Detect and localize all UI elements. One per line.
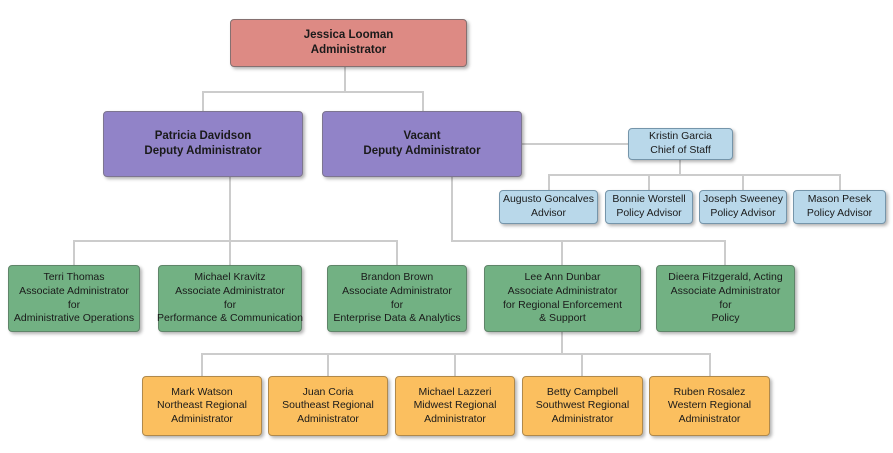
- connector-bonnie-stub: [648, 174, 650, 190]
- connector-leeann-stub: [561, 240, 563, 265]
- node-michael-lazzeri[interactable]: Michael Lazzeri Midwest Regional Adminis…: [395, 376, 515, 436]
- connector-vacant-kristin: [522, 143, 628, 145]
- node-person-name: Michael Lazzeri: [418, 385, 492, 398]
- node-person-title: & Support: [539, 312, 586, 325]
- node-person-name: Patricia Davidson: [154, 130, 252, 143]
- node-person-title: Administrator: [551, 412, 614, 425]
- node-person-title: Associate Administrator: [19, 284, 129, 297]
- connector-advisors-rail: [548, 174, 841, 176]
- connector-mason-stub: [839, 174, 841, 190]
- node-joseph-sweeney[interactable]: Joseph Sweeney Policy Advisor: [699, 190, 787, 224]
- node-person-title: Policy Advisor: [616, 207, 682, 219]
- node-vacant-deputy[interactable]: Vacant Deputy Administrator: [322, 111, 522, 177]
- node-person-title: Associate Administrator: [507, 284, 618, 297]
- node-person-title: Associate Administrator: [342, 284, 452, 297]
- connector-joseph-stub: [742, 174, 744, 190]
- node-person-title: for: [719, 298, 732, 311]
- node-person-title: Performance & Communication: [157, 312, 303, 325]
- node-person-title: Policy Advisor: [710, 207, 776, 219]
- node-person-name: Mason Pesek: [807, 193, 872, 206]
- node-person-name: Terri Thomas: [43, 271, 105, 284]
- node-person-name: Jessica Looman: [303, 29, 394, 42]
- node-person-title: Administrator: [297, 412, 359, 425]
- node-person-name: Dieera Fitzgerald, Acting: [668, 271, 783, 284]
- connector-patricia-drop: [229, 177, 231, 241]
- node-person-title: Southeast Regional: [282, 399, 374, 412]
- node-person-title: Chief of Staff: [650, 144, 711, 156]
- node-kristin-garcia[interactable]: Kristin Garcia Chief of Staff: [628, 128, 733, 160]
- connector-lazzeri-stub: [454, 353, 456, 376]
- node-person-name: Juan Coria: [302, 385, 354, 398]
- node-person-title: Western Regional: [667, 399, 752, 412]
- node-terri-thomas[interactable]: Terri Thomas Associate Administrator for…: [8, 265, 140, 332]
- node-person-title: Associate Administrator: [670, 284, 781, 297]
- node-ruben-rosalez[interactable]: Ruben Rosalez Western Regional Administr…: [649, 376, 770, 436]
- node-person-title: Administrator: [424, 412, 486, 425]
- node-betty-campbell[interactable]: Betty Campbell Southwest Regional Admini…: [522, 376, 643, 436]
- node-person-title: Enterprise Data & Analytics: [333, 312, 461, 325]
- node-jessica-looman[interactable]: Jessica Looman Administrator: [230, 19, 467, 67]
- node-person-title: Advisor: [530, 207, 566, 219]
- connector-patricia-stub: [202, 91, 204, 111]
- node-person-title: Southwest Regional: [535, 399, 630, 412]
- connector-leeann-drop: [561, 332, 563, 354]
- connector-regional-rail: [201, 353, 711, 355]
- node-person-title: Deputy Administrator: [144, 145, 262, 157]
- node-bonnie-worstell[interactable]: Bonnie Worstell Policy Advisor: [605, 190, 693, 224]
- node-person-title: for: [223, 298, 237, 311]
- connector-kristin-drop: [679, 159, 681, 175]
- connector-juan-stub: [327, 353, 329, 376]
- node-person-name: Ruben Rosalez: [673, 385, 746, 398]
- node-dieera-fitzgerald[interactable]: Dieera Fitzgerald, Acting Associate Admi…: [656, 265, 795, 332]
- node-lee-ann-dunbar[interactable]: Lee Ann Dunbar Associate Administrator f…: [484, 265, 641, 332]
- connector-vacant-rail: [451, 240, 726, 242]
- node-person-title: Northeast Regional: [157, 399, 247, 412]
- node-juan-coria[interactable]: Juan Coria Southeast Regional Administra…: [268, 376, 388, 436]
- connector-vacant-stub: [422, 91, 424, 111]
- node-person-title: Associate Administrator: [175, 284, 285, 297]
- node-person-name: Kristin Garcia: [648, 130, 712, 143]
- node-person-title: Administrator: [171, 412, 233, 425]
- connector-terri-stub: [73, 240, 75, 265]
- node-brandon-brown[interactable]: Brandon Brown Associate Administrator fo…: [327, 265, 467, 332]
- node-mark-watson[interactable]: Mark Watson Northeast Regional Administr…: [142, 376, 262, 436]
- node-person-title: for: [67, 298, 81, 311]
- node-person-title: for Regional Enforcement: [502, 298, 623, 311]
- connector-jessica-drop: [344, 67, 346, 92]
- node-person-title: for: [390, 298, 404, 311]
- node-michael-kravitz[interactable]: Michael Kravitz Associate Administrator …: [157, 265, 303, 332]
- connector-augusto-stub: [548, 174, 550, 190]
- connector-vacant-drop: [451, 177, 453, 241]
- node-person-title: Policy Advisor: [806, 207, 873, 219]
- node-person-name: Michael Kravitz: [194, 271, 266, 284]
- connector-brandon-stub: [396, 240, 398, 265]
- connector-dieera-stub: [724, 240, 726, 265]
- node-person-name: Mark Watson: [171, 385, 233, 398]
- node-person-name: Augusto Goncalves: [502, 193, 595, 206]
- connector-betty-stub: [581, 353, 583, 376]
- node-mason-pesek[interactable]: Mason Pesek Policy Advisor: [793, 190, 886, 224]
- node-person-name: Betty Campbell: [546, 385, 619, 398]
- node-person-name: Brandon Brown: [360, 271, 434, 284]
- node-person-name: Joseph Sweeney: [703, 193, 783, 206]
- node-person-title: Administrator: [310, 44, 387, 56]
- connector-ruben-stub: [709, 353, 711, 376]
- node-person-name: Vacant: [403, 130, 441, 143]
- node-person-name: Bonnie Worstell: [612, 193, 686, 206]
- node-person-title: Midwest Regional: [413, 399, 497, 412]
- connector-mark-stub: [201, 353, 203, 376]
- node-person-name: Lee Ann Dunbar: [524, 271, 601, 284]
- node-person-title: Policy: [711, 312, 740, 325]
- connector-kravitz-stub: [229, 240, 231, 265]
- node-person-title: Administrative Operations: [13, 312, 135, 325]
- connector-patricia-rail: [73, 240, 398, 242]
- node-person-title: Deputy Administrator: [363, 145, 481, 157]
- node-patricia-davidson[interactable]: Patricia Davidson Deputy Administrator: [103, 111, 303, 177]
- node-person-title: Administrator: [678, 412, 741, 425]
- node-augusto-goncalves[interactable]: Augusto Goncalves Advisor: [499, 190, 598, 224]
- connector-deputies-rail: [202, 91, 424, 93]
